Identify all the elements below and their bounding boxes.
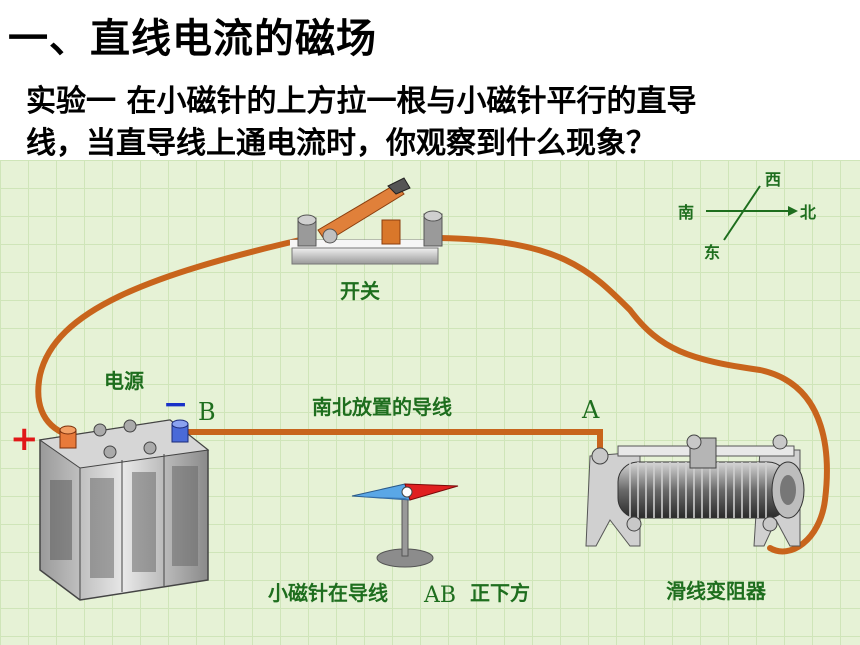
knife-switch[interactable] (289, 177, 443, 265)
page-title: 一、直线电流的磁场 (8, 16, 377, 62)
question-line-2: 线，当直导线上通电流时，你观察到什么现象？ (26, 126, 656, 161)
needle-label: 小磁针在导线 AB 正下方 (268, 581, 530, 608)
rheostat[interactable] (585, 434, 805, 547)
compass-south: 南 (678, 203, 694, 222)
point-b-label: B (198, 398, 216, 426)
svg-text:AB: AB (423, 583, 456, 608)
compass-north: 北 (800, 203, 816, 222)
rheostat-label: 滑线变阻器 (666, 579, 767, 603)
compass-east: 东 (704, 243, 720, 262)
minus-sign: − (163, 387, 188, 422)
wire-label: 南北放置的导线 (312, 395, 452, 419)
negative-terminal (171, 419, 189, 443)
svg-text:小磁针在导线: 小磁针在导线 (268, 581, 388, 605)
battery-pack (38, 419, 210, 601)
switch-label: 开关 (340, 279, 380, 303)
power-label: 电源 (104, 369, 144, 393)
positive-terminal (59, 425, 77, 449)
circuit-diagram: 开关 西 南 北 东 电源 + − B 南北放置的导线 A (10, 170, 830, 608)
point-a-label: A (581, 396, 600, 424)
direction-compass (706, 185, 798, 241)
magnetic-needle (351, 483, 459, 568)
plus-sign: + (10, 419, 39, 459)
svg-text:正下方: 正下方 (470, 581, 530, 605)
circuit-wire (35, 235, 830, 555)
compass-west: 西 (765, 170, 781, 189)
question-line-1: 实验一 在小磁针的上方拉一根与小磁针平行的直导 (26, 84, 697, 119)
